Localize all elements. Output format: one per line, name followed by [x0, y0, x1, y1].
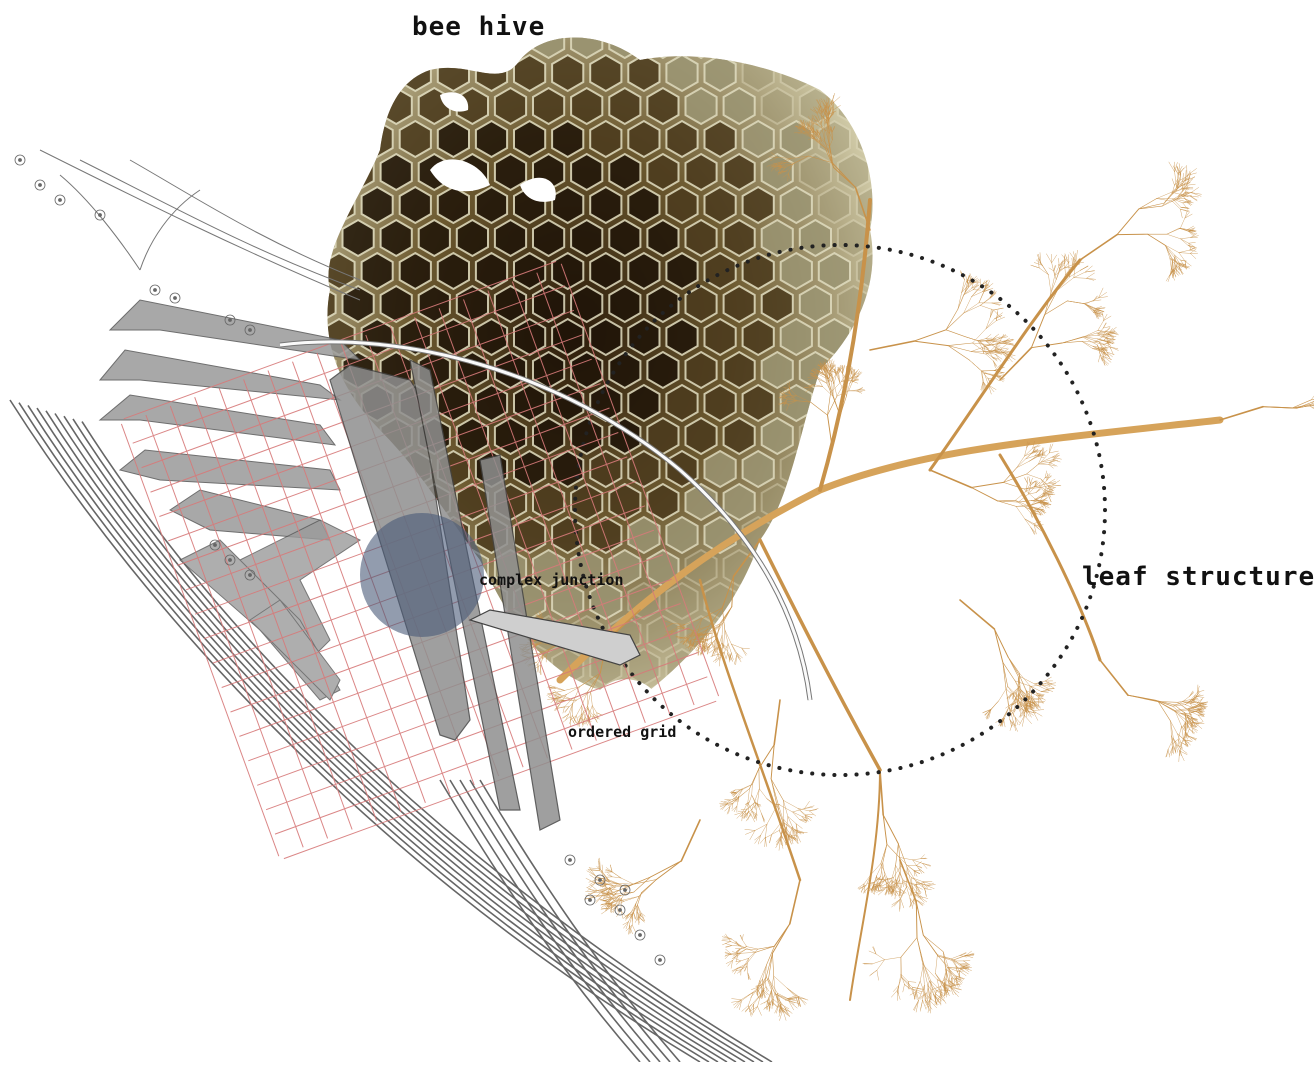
label-complex-junction: complex junction: [479, 571, 624, 589]
junction-circle: [360, 513, 484, 637]
label-leaf-structure: leaf structure: [1082, 562, 1314, 592]
label-bee-hive: bee hive: [412, 12, 545, 42]
label-ordered-grid: ordered grid: [568, 723, 676, 741]
